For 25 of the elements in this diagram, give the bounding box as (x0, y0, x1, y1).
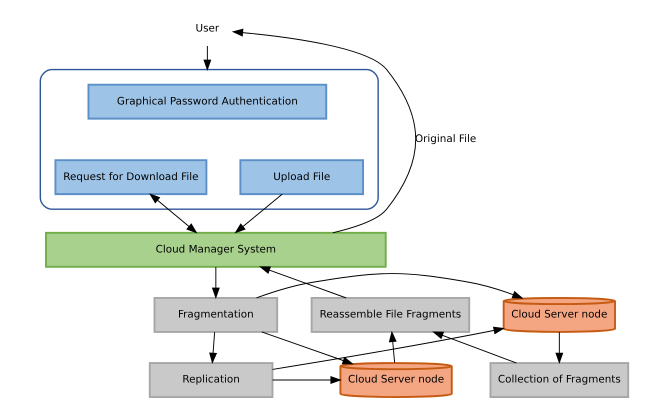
arrow (272, 326, 504, 370)
arrow (272, 376, 342, 384)
node-box: Graphical Password Authentication (87, 84, 327, 120)
arrow (388, 330, 396, 364)
node-box: Reassemble File Fragments (310, 296, 470, 333)
node-box: Fragmentation (153, 296, 278, 333)
edge-label: Original File (414, 133, 476, 146)
arrow (554, 332, 563, 364)
arrow (202, 46, 211, 71)
node-box: Request for Download File (54, 159, 207, 196)
arrow (211, 266, 220, 299)
arrow (234, 194, 282, 234)
arrow (208, 332, 217, 364)
arrow (258, 266, 346, 298)
arrow (256, 273, 524, 299)
node-box: Replication (148, 362, 273, 398)
arrow (432, 331, 516, 364)
cluster (39, 68, 378, 210)
node-text: User (195, 22, 219, 35)
node-box: Collection of Fragments (489, 362, 629, 398)
arrow (260, 332, 354, 364)
node-box: Cloud Manager System (44, 232, 386, 268)
node-box: Upload File (238, 159, 364, 196)
arrow (231, 28, 416, 234)
arrow (148, 193, 197, 234)
